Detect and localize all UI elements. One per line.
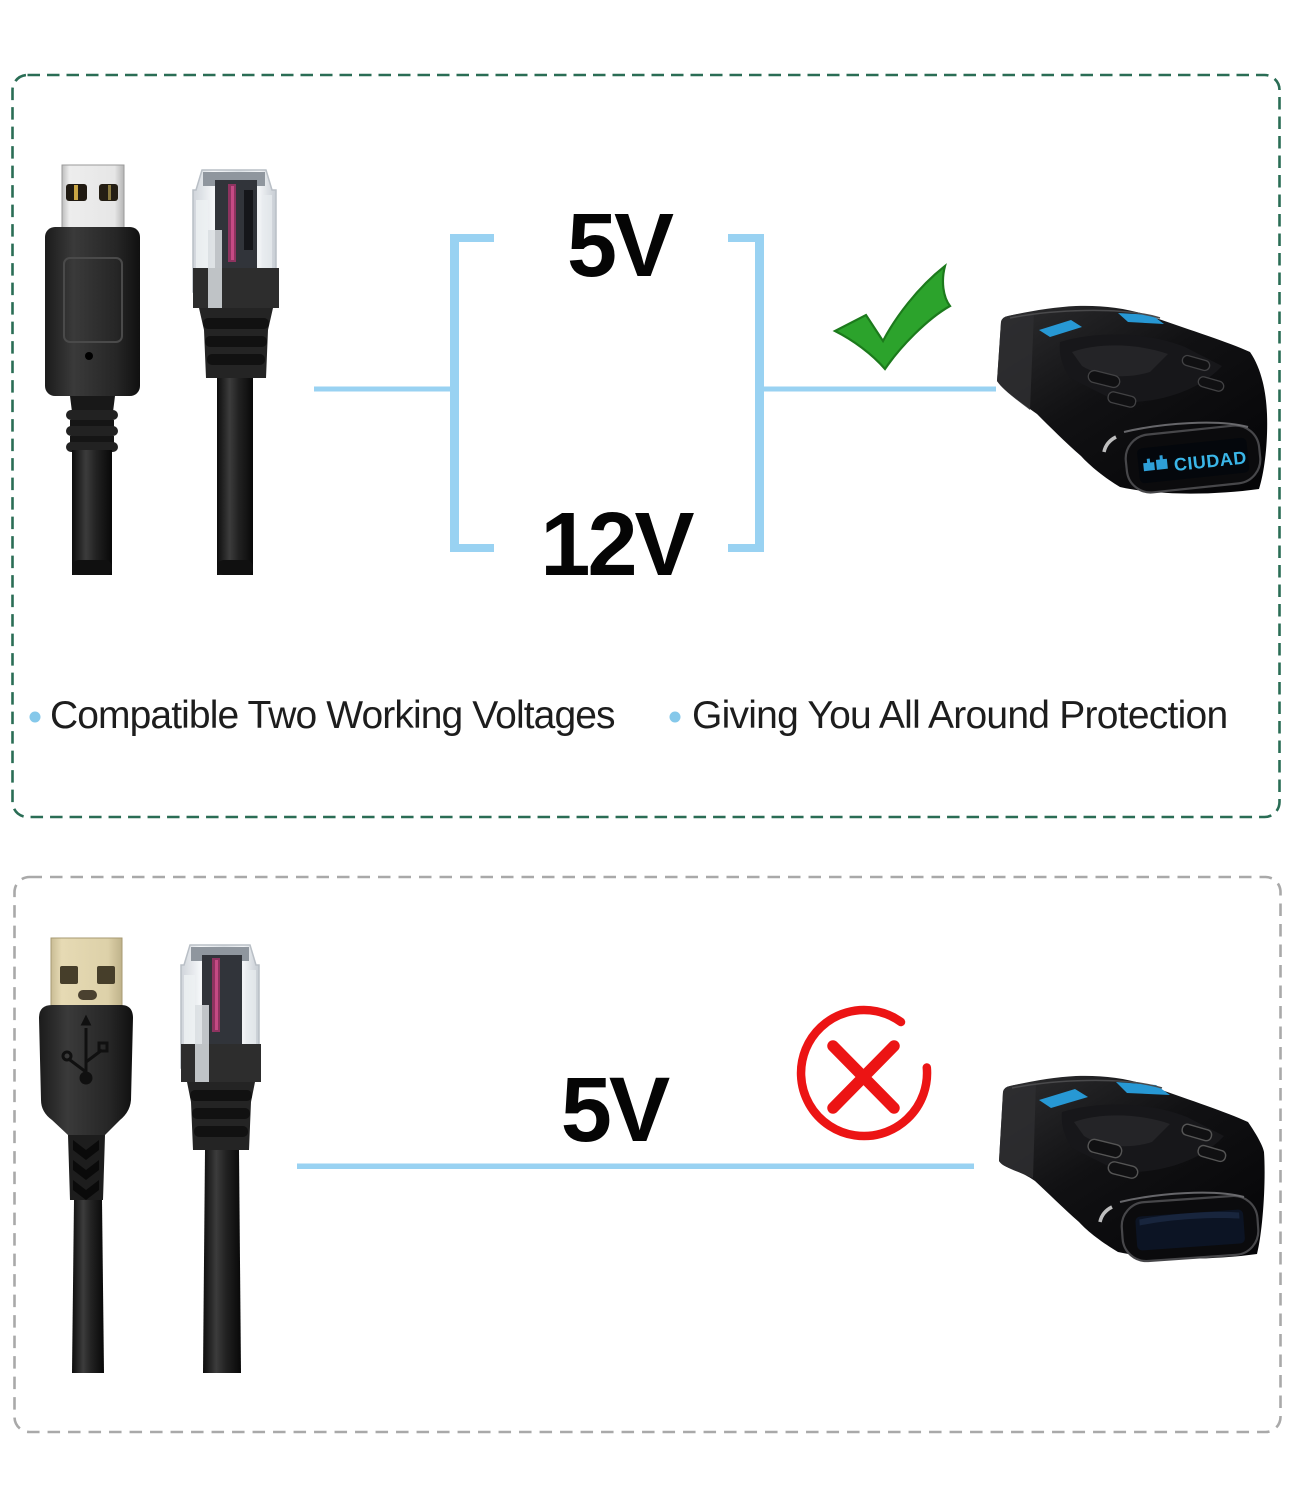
svg-text:5V: 5V — [561, 1059, 670, 1161]
svg-text:12V: 12V — [540, 495, 694, 595]
svg-text:Compatible Two Working Voltage: Compatible Two Working Voltages — [50, 694, 615, 737]
svg-text:5V: 5V — [567, 196, 674, 296]
svg-text:Giving You All Around Protecti: Giving You All Around Protection — [692, 694, 1227, 737]
